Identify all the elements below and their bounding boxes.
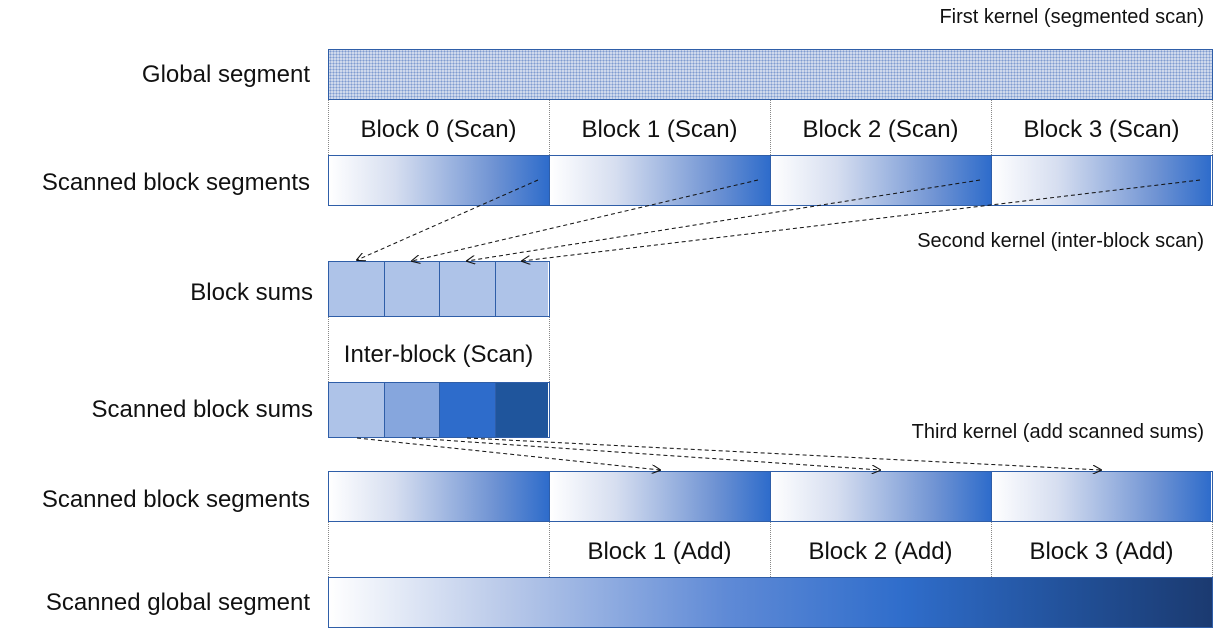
divider: [770, 100, 771, 155]
first-kernel-caption: First kernel (segmented scan): [939, 6, 1204, 28]
global-segment-label: Global segment: [141, 61, 310, 88]
divider: [1212, 100, 1213, 155]
block-2-add-label: Block 2 (Add): [808, 538, 953, 565]
scanned-global-segment-label: Scanned global segment: [45, 589, 310, 616]
block-sums-bar: [328, 261, 550, 317]
block-sum-cell: [440, 262, 496, 316]
scanned-sum-cell: [329, 383, 385, 437]
block-3-add-label: Block 3 (Add): [1029, 538, 1174, 565]
block-1-add-label: Block 1 (Add): [587, 538, 732, 565]
arrow-sum-to-seg3: [466, 437, 1101, 470]
segment-3: [992, 472, 1211, 521]
scanned-sum-cell: [384, 383, 440, 437]
segment-2: [771, 156, 992, 205]
block-0-scan-label: Block 0 (Scan): [360, 116, 517, 143]
third-kernel-caption: Third kernel (add scanned sums): [911, 421, 1204, 443]
block-3-scan-label: Block 3 (Scan): [1023, 116, 1180, 143]
scanned-block-segments-bottom-bar: [328, 471, 1213, 522]
arrow-seg2-to-sum2: [467, 179, 981, 261]
global-segment-bar: [328, 49, 1213, 100]
arrow-seg1-to-sum1: [412, 179, 759, 261]
scanned-block-segments-top-label: Scanned block segments: [41, 169, 310, 196]
divider: [549, 317, 550, 382]
arrow-seg3-to-sum3: [522, 179, 1201, 261]
divider: [328, 317, 329, 382]
divider: [991, 100, 992, 155]
scanned-sum-cell: [440, 383, 496, 437]
divider: [991, 522, 992, 577]
segment-3: [992, 156, 1211, 205]
scanned-block-segments-top-bar: [328, 155, 1213, 206]
scanned-block-sums-bar: [328, 382, 550, 438]
block-sums-label: Block sums: [190, 279, 313, 306]
arrow-sum-to-seg2: [411, 437, 880, 470]
inter-block-scan-label: Inter-block (Scan): [343, 341, 534, 368]
segment-2: [771, 472, 992, 521]
block-1-scan-label: Block 1 (Scan): [581, 116, 738, 143]
block-sum-cell: [329, 262, 385, 316]
second-kernel-caption: Second kernel (inter-block scan): [917, 230, 1204, 252]
divider: [549, 522, 550, 577]
block-sum-cell: [495, 262, 548, 316]
segment-1: [550, 156, 771, 205]
block-2-scan-label: Block 2 (Scan): [802, 116, 959, 143]
divider: [770, 522, 771, 577]
segment-1: [550, 472, 771, 521]
segment-0: [329, 156, 550, 205]
segment-0: [329, 472, 550, 521]
divider: [328, 522, 329, 577]
divider: [328, 100, 329, 155]
divider: [549, 100, 550, 155]
scanned-block-segments-bottom-label: Scanned block segments: [41, 486, 310, 513]
arrow-seg0-to-sum0: [357, 179, 539, 260]
scanned-sum-cell: [495, 383, 548, 437]
divider: [1212, 522, 1213, 577]
arrow-sum-to-seg1: [356, 437, 660, 470]
scanned-block-sums-label: Scanned block sums: [91, 396, 313, 423]
scanned-global-segment-bar: [328, 577, 1213, 628]
block-sum-cell: [384, 262, 440, 316]
